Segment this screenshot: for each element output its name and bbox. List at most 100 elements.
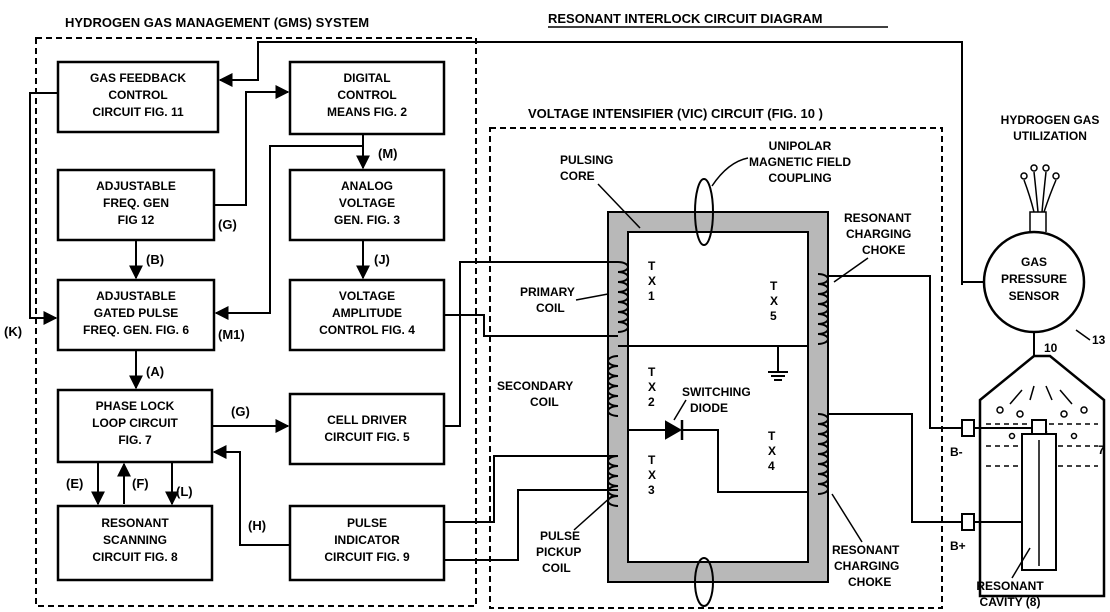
phase-lock-block: PHASE LOCK LOOP CIRCUIT FIG. 7 <box>56 388 214 464</box>
bminus-terminal <box>961 419 975 437</box>
utilization-title-line1: HYDROGEN GAS <box>1001 113 1100 127</box>
svg-text:COIL: COIL <box>530 395 559 409</box>
svg-text:CAVITY (8): CAVITY (8) <box>980 595 1041 609</box>
svg-text:X: X <box>648 380 656 394</box>
charging-choke-bottom-coil <box>817 413 829 495</box>
resonant-cavity-label: RESONANT CAVITY (8) <box>976 547 1044 609</box>
pulse-pickup-coil <box>607 455 619 507</box>
analog-voltage-line1: ANALOG <box>341 179 393 193</box>
tx3-label: T X 3 <box>648 453 656 497</box>
svg-text:X: X <box>648 468 656 482</box>
svg-text:RESONANT: RESONANT <box>832 543 900 557</box>
gms-boundary <box>35 37 477 607</box>
voltage-amplitude-line2: AMPLITUDE <box>332 306 402 320</box>
svg-text:PICKUP: PICKUP <box>536 545 581 559</box>
signal-b: (B) <box>146 252 164 267</box>
svg-text:T: T <box>770 279 778 293</box>
svg-text:CHOKE: CHOKE <box>862 243 905 257</box>
svg-text:RESONANT: RESONANT <box>844 211 912 225</box>
switching-diode-label: SWITCHING DIODE <box>673 385 751 421</box>
svg-text:PULSING: PULSING <box>560 153 613 167</box>
svg-text:CHARGING: CHARGING <box>846 227 911 241</box>
phase-lock-line3: FIG. 7 <box>118 433 152 447</box>
svg-text:X: X <box>648 274 656 288</box>
charging-choke-top-coil <box>817 273 829 345</box>
cell-driver-to-primary <box>444 261 618 427</box>
resonant-scanning-line1: RESONANT <box>101 516 169 530</box>
analog-voltage-line2: VOLTAGE <box>339 196 395 210</box>
svg-text:3: 3 <box>648 483 655 497</box>
tx4-label: T X 4 <box>768 429 776 473</box>
gas-feedback-line3: CIRCUIT FIG. 11 <box>92 105 184 119</box>
tx1-label: T X 1 <box>648 259 656 303</box>
gas-feedback-block: GAS FEEDBACK CONTROL CIRCUIT FIG. 11 <box>56 60 220 134</box>
pulse-pickup-label: PULSE PICKUP COIL <box>536 495 613 575</box>
coupling-ellipse-top <box>694 178 714 246</box>
svg-text:COUPLING: COUPLING <box>768 171 831 185</box>
signal-k: (K) <box>4 324 22 339</box>
svg-text:T: T <box>648 453 656 467</box>
diode-triangle <box>665 420 683 440</box>
ground-symbol <box>768 371 788 381</box>
svg-text:SECONDARY: SECONDARY <box>497 379 573 393</box>
pulse-indicator-line3: CIRCUIT FIG. 9 <box>324 550 410 564</box>
primary-coil <box>617 261 629 333</box>
cell-driver-block: CELL DRIVER CIRCUIT FIG. 5 <box>288 392 446 466</box>
resonant-scanning-line3: CIRCUIT FIG. 8 <box>92 550 178 564</box>
pickup-wire-bottom <box>444 489 618 561</box>
svg-text:T: T <box>648 365 656 379</box>
choke-bottom-to-bplus <box>828 413 968 523</box>
tx2-label: T X 2 <box>648 365 656 409</box>
sensor-line3: SENSOR <box>1009 289 1060 303</box>
secondary-coil-label: SECONDARY COIL <box>497 379 573 409</box>
amplitude-to-primary <box>444 314 618 337</box>
gas-pressure-sensor: GAS PRESSURE SENSOR <box>982 230 1086 334</box>
signal-e: (E) <box>66 476 83 491</box>
vic-boundary <box>489 127 943 609</box>
k-loop-wire <box>29 92 58 325</box>
digital-control-line3: MEANS FIG. 2 <box>327 105 407 119</box>
digital-control-line2: CONTROL <box>337 88 396 102</box>
svg-text:T: T <box>648 259 656 273</box>
svg-text:5: 5 <box>770 309 777 323</box>
voltage-amplitude-block: VOLTAGE AMPLITUDE CONTROL FIG. 4 <box>288 278 446 352</box>
signal-a: (A) <box>146 364 164 379</box>
svg-text:UNIPOLAR: UNIPOLAR <box>769 139 832 153</box>
digital-control-block: DIGITAL CONTROL MEANS FIG. 2 <box>288 60 446 136</box>
gated-pulse-line3: FREQ. GEN. FIG. 6 <box>83 323 189 337</box>
b-minus-label: B- <box>950 445 963 459</box>
svg-text:DIODE: DIODE <box>690 401 728 415</box>
tx5-label: T X 5 <box>770 279 778 323</box>
cell-driver-line2: CIRCUIT FIG. 5 <box>324 430 410 444</box>
utilization-title-line2: UTILIZATION <box>1013 129 1087 143</box>
svg-text:CHOKE: CHOKE <box>848 575 891 589</box>
svg-text:4: 4 <box>768 459 775 473</box>
resonant-scanning-line2: SCANNING <box>103 533 167 547</box>
gated-pulse-block: ADJUSTABLE GATED PULSE FREQ. GEN. FIG. 6 <box>56 278 216 352</box>
phase-lock-line1: PHASE LOCK <box>96 399 175 413</box>
bplus-terminal <box>961 513 975 531</box>
svg-text:CHARGING: CHARGING <box>834 559 899 573</box>
cell-driver-line1: CELL DRIVER <box>327 413 407 427</box>
adjustable-freq-line2: FREQ. GEN <box>103 196 169 210</box>
svg-text:T: T <box>768 429 776 443</box>
primary-coil-label: PRIMARY COIL <box>520 285 609 315</box>
svg-text:X: X <box>770 294 778 308</box>
pulse-indicator-line2: INDICATOR <box>334 533 400 547</box>
gated-pulse-line1: ADJUSTABLE <box>96 289 176 303</box>
svg-text:PRIMARY: PRIMARY <box>520 285 575 299</box>
svg-text:PULSE: PULSE <box>540 529 580 543</box>
svg-text:CORE: CORE <box>560 169 595 183</box>
sensor-line2: PRESSURE <box>1001 272 1067 286</box>
pickup-wire-top <box>444 455 618 523</box>
pulse-indicator-block: PULSE INDICATOR CIRCUIT FIG. 9 <box>288 504 446 582</box>
vic-wiring <box>444 261 968 561</box>
charging-choke-bottom-label: RESONANT CHARGING CHOKE <box>831 493 900 589</box>
secondary-coil <box>607 355 619 417</box>
svg-text:MAGNETIC FIELD: MAGNETIC FIELD <box>749 155 851 169</box>
m1-wire <box>214 145 363 320</box>
signal-l: (L) <box>176 484 193 499</box>
h-wire <box>212 445 290 546</box>
svg-text:COIL: COIL <box>542 561 571 575</box>
signal-f: (F) <box>132 476 149 491</box>
